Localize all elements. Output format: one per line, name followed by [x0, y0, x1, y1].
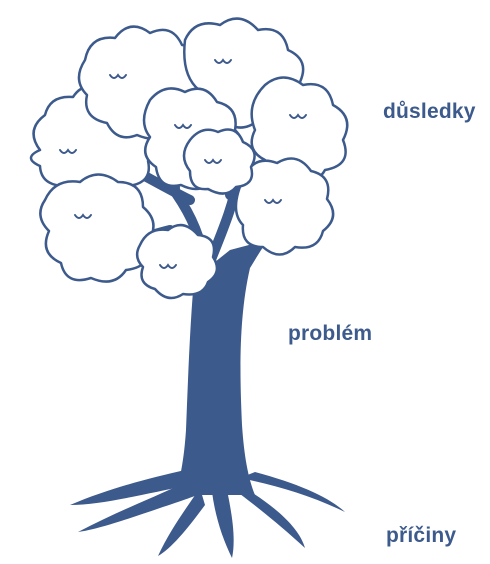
label-consequences: důsledky [383, 100, 476, 124]
label-problem: problém [288, 322, 372, 346]
label-causes: příčiny [386, 524, 456, 548]
tree-canopy [31, 19, 347, 298]
